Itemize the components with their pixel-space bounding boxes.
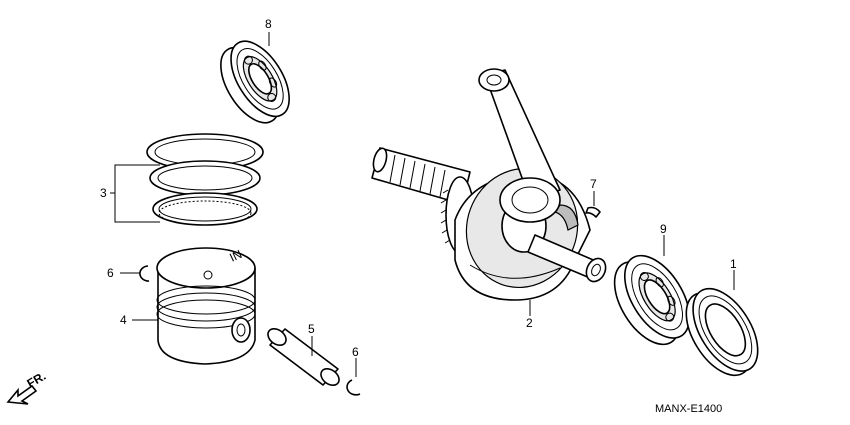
oil-seal-1[interactable] xyxy=(673,278,771,387)
callout-8: 8 xyxy=(265,17,272,31)
piston-marking: IN xyxy=(227,247,244,265)
bearing-8[interactable] xyxy=(209,32,301,133)
front-direction-label: FR. xyxy=(25,369,49,391)
callout-3: 3 xyxy=(100,186,107,200)
piston-rings-3[interactable] xyxy=(146,133,264,226)
diagram-code: MANX-E1400 xyxy=(655,403,722,415)
leader-lines xyxy=(110,32,735,377)
callout-6a: 6 xyxy=(107,266,114,280)
piston-pin-clip-6a[interactable] xyxy=(139,265,150,282)
callout-7: 7 xyxy=(590,177,597,191)
piston-pin-clip-6b[interactable] xyxy=(346,379,361,396)
callout-5: 5 xyxy=(308,322,315,336)
callout-6b: 6 xyxy=(352,345,359,359)
woodruff-key-7[interactable] xyxy=(585,206,601,218)
callout-2: 2 xyxy=(526,316,533,330)
callout-4: 4 xyxy=(120,313,127,327)
callout-9: 9 xyxy=(660,222,667,236)
front-direction-arrow-icon xyxy=(6,384,38,405)
piston-4[interactable]: IN xyxy=(156,247,256,365)
crankshaft-2[interactable] xyxy=(371,68,609,303)
callout-1: 1 xyxy=(730,257,737,271)
bearing-9[interactable] xyxy=(601,245,702,356)
piston-pin-5[interactable] xyxy=(265,325,342,388)
